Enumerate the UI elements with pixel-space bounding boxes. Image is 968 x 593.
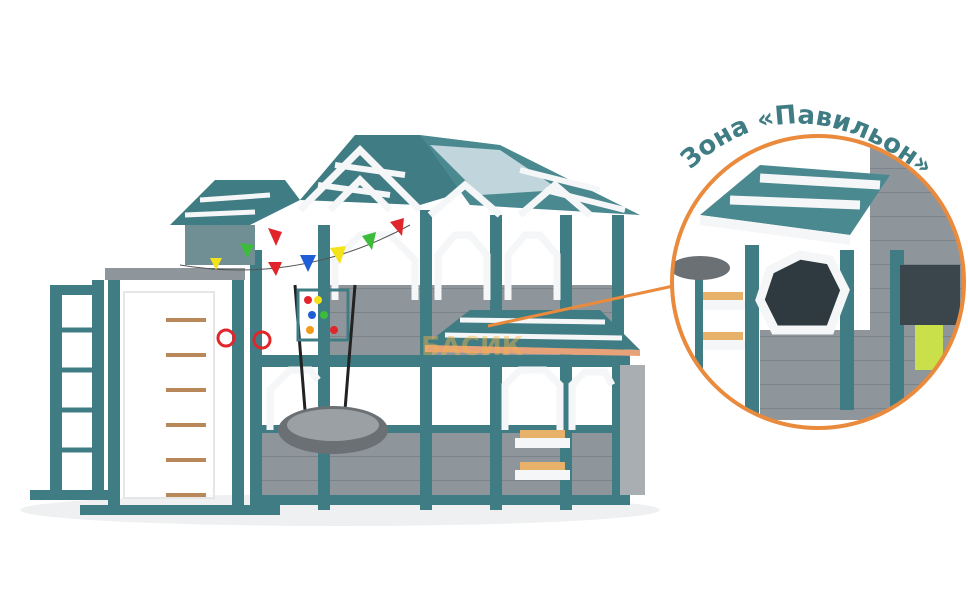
abacus-toy — [296, 288, 350, 342]
bunting-flags — [179, 218, 411, 276]
callout-line — [487, 283, 679, 328]
pavilion-zoom-inset — [670, 134, 966, 430]
curtain — [620, 365, 645, 495]
rope-net-wall — [80, 268, 280, 515]
sales-counter — [515, 430, 570, 480]
watermark: БАСИК — [421, 332, 523, 362]
pavilion-roof — [425, 310, 640, 356]
climbing-frame — [30, 280, 120, 500]
main-roof — [170, 135, 640, 265]
nest-swing — [216, 284, 388, 454]
